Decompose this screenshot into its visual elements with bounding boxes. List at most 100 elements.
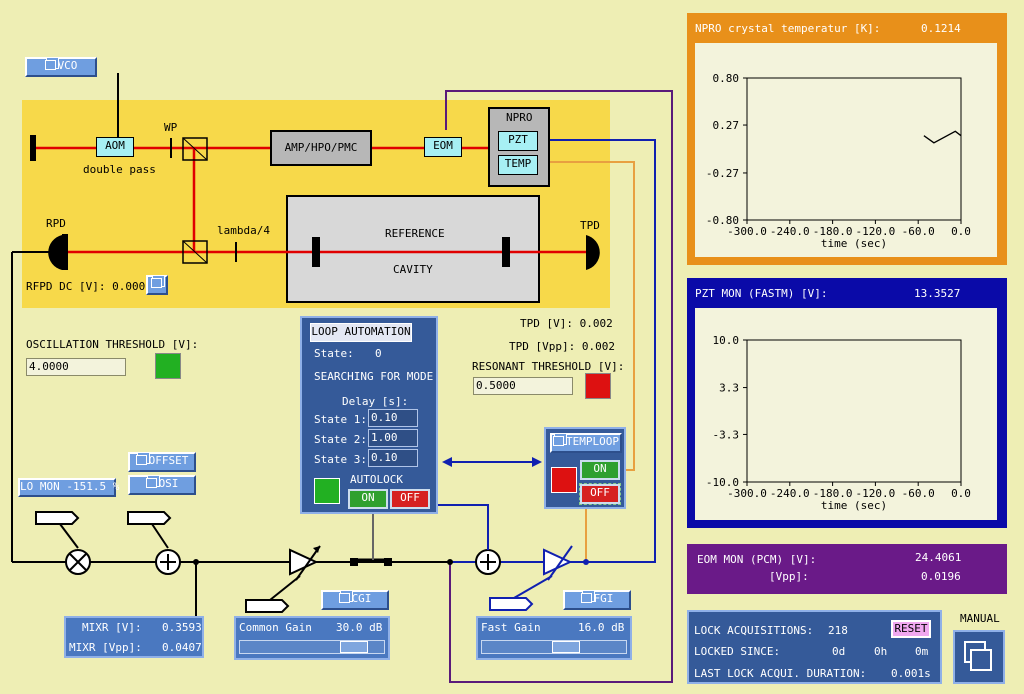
- last-lock-duration-value: 0.001s: [891, 667, 931, 680]
- osi-button[interactable]: OSI: [128, 475, 196, 495]
- resonant-threshold-label: RESONANT THRESHOLD [V]:: [472, 360, 625, 373]
- amp-hpo-pmc-component[interactable]: AMP/HPO/PMC: [270, 130, 372, 166]
- lock-acq-label: LOCK ACQUISITIONS:: [694, 624, 814, 637]
- locked-since-days: 0d: [832, 645, 846, 658]
- npro-temperature-plot-panel: NPRO crystal temperatur [K]: 0.1214 0.80…: [687, 13, 1007, 265]
- window-icon: [580, 593, 592, 603]
- plot-frame: [746, 339, 962, 483]
- eom-vpp-value: 0.0196: [921, 570, 961, 583]
- common-gain-value: 30.0 dB: [336, 621, 383, 634]
- autolock-off-button[interactable]: OFF: [390, 489, 430, 509]
- fast-gain-value: 16.0 dB: [578, 621, 625, 634]
- series-line: [923, 130, 962, 144]
- temploop-on-button[interactable]: ON: [580, 460, 620, 480]
- common-gain-slider[interactable]: [239, 640, 385, 654]
- mixr-v-label: MIXR [V]:: [82, 621, 142, 634]
- resonant-threshold-input[interactable]: 0.5000: [473, 377, 573, 395]
- eom-vpp-label: [Vpp]:: [769, 570, 809, 583]
- plot-frame: [746, 77, 962, 221]
- offset-button[interactable]: OFFSET: [128, 452, 196, 472]
- state2-label: State 2:: [314, 433, 367, 446]
- state1-delay-input[interactable]: 0.10: [368, 409, 418, 427]
- manual-window-icon: [964, 641, 992, 671]
- eom-mon-value: 24.4061: [915, 551, 962, 564]
- common-gain-label: Common Gain: [239, 621, 312, 634]
- y-tick-label: 0.27: [713, 119, 740, 132]
- x-tick-label: -180.0: [813, 487, 853, 500]
- common-gain-panel: Common Gain 30.0 dB: [234, 616, 390, 660]
- npro-label: NPRO: [506, 111, 533, 124]
- locked-since-minutes: 0m: [915, 645, 929, 658]
- lock-acquisitions-panel: LOCK ACQUISITIONS: 218 RESET LOCKED SINC…: [687, 610, 942, 684]
- fast-gain-label: Fast Gain: [481, 621, 541, 634]
- wp-label: WP: [164, 121, 178, 134]
- x-tick-label: -300.0: [727, 225, 767, 238]
- tpd-vpp-readout: TPD [Vpp]: 0.002: [509, 340, 615, 353]
- eom-feedback-wire: [445, 90, 673, 683]
- state2-delay-input[interactable]: 1.00: [368, 429, 418, 447]
- lambda-label: lambda/4: [217, 224, 270, 237]
- x-tick-label: 0.0: [951, 225, 971, 238]
- npro-plot-title: NPRO crystal temperatur [K]:: [695, 22, 881, 35]
- tpd-v-readout: TPD [V]: 0.002: [520, 317, 613, 330]
- eom-component[interactable]: EOM: [424, 137, 462, 157]
- autolock-label: AUTOLOCK: [350, 473, 403, 486]
- x-tick-label: -120.0: [856, 225, 896, 238]
- window-icon: [135, 455, 147, 465]
- eom-mon-panel: EOM MON (PCM) [V]: 24.4061 [Vpp]: 0.0196: [687, 544, 1007, 594]
- x-tick-label: -60.0: [902, 225, 935, 238]
- state-label: State:: [314, 347, 354, 360]
- vco-button[interactable]: VCO: [25, 57, 97, 77]
- common-gain-slider-thumb[interactable]: [340, 641, 368, 653]
- autolock-on-button[interactable]: ON: [348, 489, 388, 509]
- pzt-plot-value: 13.3527: [914, 287, 961, 300]
- autolock-led: [314, 478, 340, 504]
- state3-delay-input[interactable]: 0.10: [368, 449, 418, 467]
- reference-label: REFERENCE: [385, 227, 445, 240]
- window-icon: [145, 478, 157, 488]
- tpd-label: TPD: [580, 219, 600, 232]
- y-tick-label: -0.80: [706, 214, 739, 227]
- oscillation-threshold-input[interactable]: 4.0000: [26, 358, 126, 376]
- x-axis-label: time (sec): [821, 499, 887, 512]
- loop-mode-status: SEARCHING FOR MODE: [314, 370, 434, 383]
- delay-label: Delay [s]:: [342, 395, 409, 408]
- x-tick-label: -120.0: [856, 487, 896, 500]
- manual-button[interactable]: [953, 630, 1005, 684]
- window-icon: [553, 436, 564, 446]
- temploop-panel: TEMPLOOP ON OFF: [544, 427, 626, 509]
- x-tick-label: -180.0: [813, 225, 853, 238]
- x-tick-label: -240.0: [770, 225, 810, 238]
- eom-mon-label: EOM MON (PCM) [V]:: [697, 553, 817, 566]
- locked-since-label: LOCKED SINCE:: [694, 645, 781, 658]
- x-axis-label: time (sec): [821, 237, 887, 250]
- y-tick-label: 0.80: [713, 72, 740, 85]
- y-tick-label: 3.3: [719, 382, 739, 395]
- temp-component[interactable]: TEMP: [498, 155, 538, 175]
- pzt-mon-chart: 10.03.3-3.3-10.0-300.0-240.0-180.0-120.0…: [706, 334, 971, 512]
- rpd-label: RPD: [46, 217, 66, 230]
- state3-label: State 3:: [314, 453, 367, 466]
- temploop-button[interactable]: TEMPLOOP: [550, 433, 622, 453]
- aom-component[interactable]: AOM: [96, 137, 134, 157]
- pzt-component[interactable]: PZT: [498, 131, 538, 151]
- oscillation-led: [155, 353, 181, 379]
- fast-gain-slider-thumb[interactable]: [552, 641, 580, 653]
- fgi-button[interactable]: FGI: [563, 590, 631, 610]
- last-lock-duration-label: LAST LOCK ACQUI. DURATION:: [694, 667, 867, 680]
- temploop-off-button[interactable]: OFF: [579, 483, 621, 505]
- loop-automation-panel: LOOP AUTOMATION State: 0 SEARCHING FOR M…: [300, 316, 438, 514]
- temploop-led: [551, 467, 577, 493]
- fast-gain-slider[interactable]: [481, 640, 627, 654]
- cgi-button[interactable]: CGI: [321, 590, 389, 610]
- reset-button[interactable]: RESET: [891, 620, 931, 638]
- mixr-vpp-label: MIXR [Vpp]:: [69, 641, 142, 654]
- loop-automation-title: LOOP AUTOMATION: [310, 323, 412, 342]
- y-tick-label: -10.0: [706, 476, 739, 489]
- mixr-panel: MIXR [V]: 0.3593 MIXR [Vpp]: 0.0407: [64, 616, 204, 658]
- x-tick-label: -60.0: [902, 487, 935, 500]
- window-icon: [338, 593, 350, 603]
- pzt-plot-title: PZT MON (FASTM) [V]:: [695, 287, 828, 300]
- rfpd-window-button[interactable]: [146, 275, 168, 295]
- state-value: 0: [375, 347, 382, 360]
